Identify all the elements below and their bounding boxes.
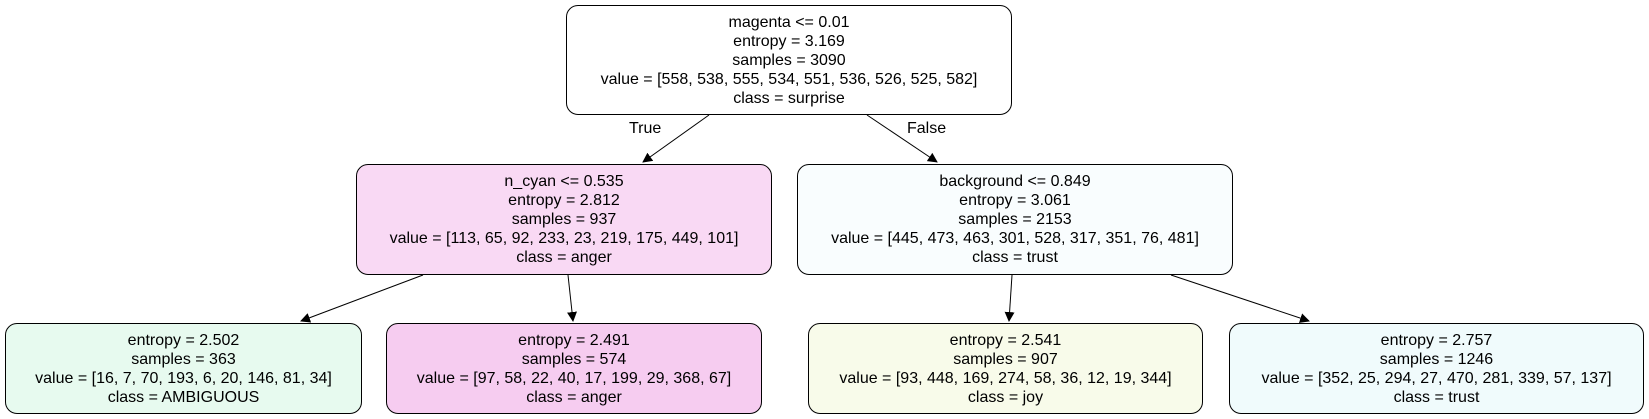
node-samples: samples = 574: [521, 350, 627, 368]
tree-leaf-joy: entropy = 2.541 samples = 907 value = [9…: [808, 323, 1203, 414]
tree-leaf-trust: entropy = 2.757 samples = 1246 value = […: [1229, 323, 1644, 414]
tree-node-n_cyan: n_cyan <= 0.535 entropy = 2.812 samples …: [356, 164, 772, 275]
node-entropy: entropy = 2.757: [1380, 331, 1493, 349]
node-value: value = [558, 538, 555, 534, 551, 536, 5…: [600, 70, 978, 88]
node-entropy: entropy = 2.491: [518, 331, 630, 349]
edge-n2-to-n5: [1004, 274, 1015, 322]
edge-n1-to-n4: [567, 274, 577, 322]
tree-leaf-anger: entropy = 2.491 samples = 574 value = [9…: [386, 323, 762, 414]
node-samples: samples = 907: [953, 350, 1058, 368]
tree-node-root: magenta <= 0.01 entropy = 3.169 samples …: [566, 5, 1012, 115]
node-class: class = trust: [972, 249, 1058, 266]
node-samples: samples = 1246: [1379, 350, 1494, 368]
edge-n1-to-n3: [300, 274, 424, 323]
edge-root-to-n1: [642, 114, 710, 163]
node-class: class = surprise: [733, 89, 845, 107]
node-class: class = AMBIGUOUS: [107, 388, 260, 406]
node-entropy: entropy = 3.061: [959, 192, 1071, 209]
node-value: value = [16, 7, 70, 193, 6, 20, 146, 81,…: [35, 369, 332, 387]
node-value: value = [445, 473, 463, 301, 528, 317, 3…: [831, 230, 1199, 247]
node-entropy: entropy = 2.541: [949, 331, 1062, 349]
edge-n2-to-n6: [1170, 274, 1310, 323]
node-class: class = joy: [967, 388, 1044, 406]
tree-node-background: background <= 0.849 entropy = 3.061 samp…: [797, 164, 1233, 275]
node-split-rule: n_cyan <= 0.535: [504, 173, 624, 190]
node-samples: samples = 3090: [732, 51, 846, 69]
node-entropy: entropy = 3.169: [733, 32, 845, 50]
edge-root-to-n2: [866, 114, 938, 163]
node-value: value = [97, 58, 22, 40, 17, 199, 29, 36…: [416, 369, 732, 387]
edge-label-false: False: [907, 120, 947, 137]
node-split-rule: background <= 0.849: [939, 173, 1091, 190]
node-samples: samples = 2153: [958, 211, 1072, 228]
edge-label-true: True: [629, 120, 662, 137]
node-samples: samples = 937: [511, 211, 617, 228]
node-class: class = trust: [1393, 388, 1480, 406]
node-class: class = anger: [516, 249, 612, 266]
tree-leaf-ambiguous: entropy = 2.502 samples = 363 value = [1…: [5, 323, 362, 414]
node-samples: samples = 363: [131, 350, 236, 368]
node-value: value = [352, 25, 294, 27, 470, 281, 339…: [1261, 369, 1612, 387]
node-split-rule: magenta <= 0.01: [728, 13, 850, 31]
node-class: class = anger: [526, 388, 622, 406]
node-value: value = [113, 65, 92, 233, 23, 219, 175,…: [389, 230, 739, 247]
node-entropy: entropy = 2.812: [508, 192, 620, 209]
node-value: value = [93, 448, 169, 274, 58, 36, 12, …: [839, 369, 1172, 387]
node-entropy: entropy = 2.502: [127, 331, 240, 349]
